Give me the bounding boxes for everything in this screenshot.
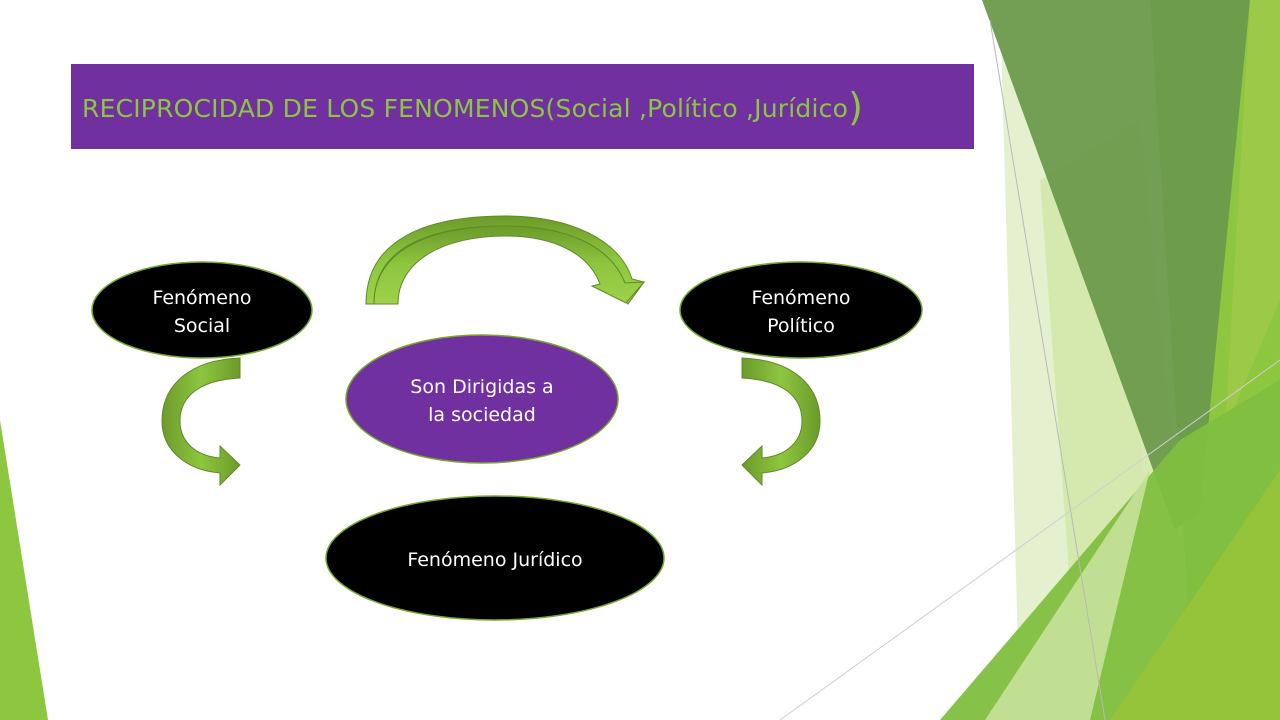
- right-dark-shard: [982, 0, 1250, 530]
- slide-title: RECIPROCIDAD DE LOS FENOMENOS(Social ,Po…: [82, 88, 863, 126]
- slide-title-paren: ): [848, 84, 864, 129]
- arrow-social-to-politico-body: [373, 225, 646, 305]
- node-social-line1: Fenómeno: [152, 287, 251, 309]
- left-edge-triangle: [0, 420, 48, 720]
- right-bright-shard: [1225, 0, 1280, 430]
- node-center: Son Dirigidas a la sociedad: [345, 334, 619, 464]
- bottom-right-shard: [1110, 470, 1280, 720]
- node-juridico-line1: Fenómeno Jurídico: [407, 549, 582, 571]
- node-fenomeno-social: Fenómeno Social: [91, 261, 313, 359]
- node-politico-line1: Fenómeno: [751, 287, 850, 309]
- title-banner: RECIPROCIDAD DE LOS FENOMENOS(Social ,Po…: [71, 64, 974, 149]
- node-fenomeno-politico: Fenómeno Político: [679, 261, 923, 359]
- arrow-politico-to-juridico: [741, 357, 821, 487]
- arrow-social-to-juridico: [161, 357, 241, 487]
- node-fenomeno-juridico: Fenómeno Jurídico: [325, 495, 665, 621]
- deco-line-2: [779, 359, 1280, 720]
- node-center-line2: la sociedad: [428, 404, 536, 426]
- slide-title-main: RECIPROCIDAD DE LOS FENOMENOS(Social ,Po…: [82, 93, 849, 123]
- node-social-line2: Social: [174, 315, 230, 337]
- node-center-line1: Son Dirigidas a: [410, 376, 553, 398]
- deco-line-1: [989, 19, 1106, 720]
- node-politico-line2: Político: [767, 315, 835, 337]
- bottom-light-shard: [985, 470, 1150, 720]
